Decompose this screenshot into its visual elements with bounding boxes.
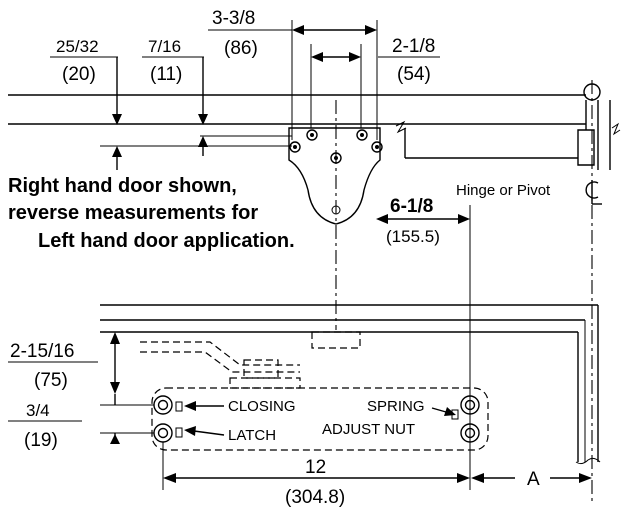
dim-7-16-mm: (11) [150,64,182,85]
dimension-3-3-8: 3-3/8 (86) [208,8,378,140]
mounting-plate-top [288,100,383,330]
dim-2-1-8-inch: 2-1/8 [392,36,435,57]
plate-holes [289,129,383,164]
dimension-12: 12 (304.8) [162,442,470,508]
dim-3-3-8-inch: 3-3/8 [212,8,255,29]
note-line-2: reverse measurements for [8,202,258,224]
dim-2-15-16-inch: 2-15/16 [10,341,74,362]
valve-markers [175,401,459,438]
dim-a-label: A [527,469,540,490]
application-note: Right hand door shown, reverse measureme… [8,175,295,252]
spring-label-group: SPRING ADJUST NUT [322,398,456,438]
note-line-3: Left hand door application. [38,230,295,252]
dim-3-3-8-mm: (86) [224,38,258,59]
dim-12-mm: (304.8) [285,487,345,508]
closing-label: CLOSING [228,398,296,415]
mounting-holes [153,395,480,443]
closer-body-outline [151,387,489,451]
dimension-7-16: 7/16 (11) [142,37,208,156]
dimension-6-1-8: 6-1/8 (155.5) [376,196,471,490]
latch-label: LATCH [228,427,276,444]
latch-label-group: LATCH [184,426,276,444]
dim-3-4-mm: (19) [24,430,58,451]
dimension-25-32: 25/32 (20) [50,37,122,170]
dim-7-16-inch: 7/16 [148,37,181,56]
note-line-1: Right hand door shown, [8,175,237,197]
dimension-2-15-16: 2-15/16 (75) [8,331,152,394]
dim-2-15-16-mm: (75) [34,370,68,391]
dim-6-1-8-mm: (155.5) [386,227,440,246]
dimension-2-1-8: 2-1/8 (54) [310,36,440,128]
adjust-nut-label: ADJUST NUT [322,421,415,438]
dim-2-1-8-mm: (54) [397,64,431,85]
dim-25-32-mm: (20) [62,64,96,85]
centerline-symbol [585,180,602,205]
dim-12-inch: 12 [305,457,326,478]
frame-elevation [100,304,601,465]
hinge-pivot-label: Hinge or Pivot [456,182,551,199]
dim-25-32-inch: 25/32 [56,37,99,56]
closer-arm-dashed [140,331,361,389]
closing-label-group: CLOSING [184,398,296,415]
frame-header-lines [8,94,586,147]
dim-3-4-inch: 3/4 [26,401,50,420]
dimension-3-4: 3/4 (19) [8,394,154,451]
spring-label: SPRING [367,398,425,415]
door-edge-top [395,80,621,505]
dimension-a: A [471,469,592,490]
dim-6-1-8-inch: 6-1/8 [390,196,433,217]
